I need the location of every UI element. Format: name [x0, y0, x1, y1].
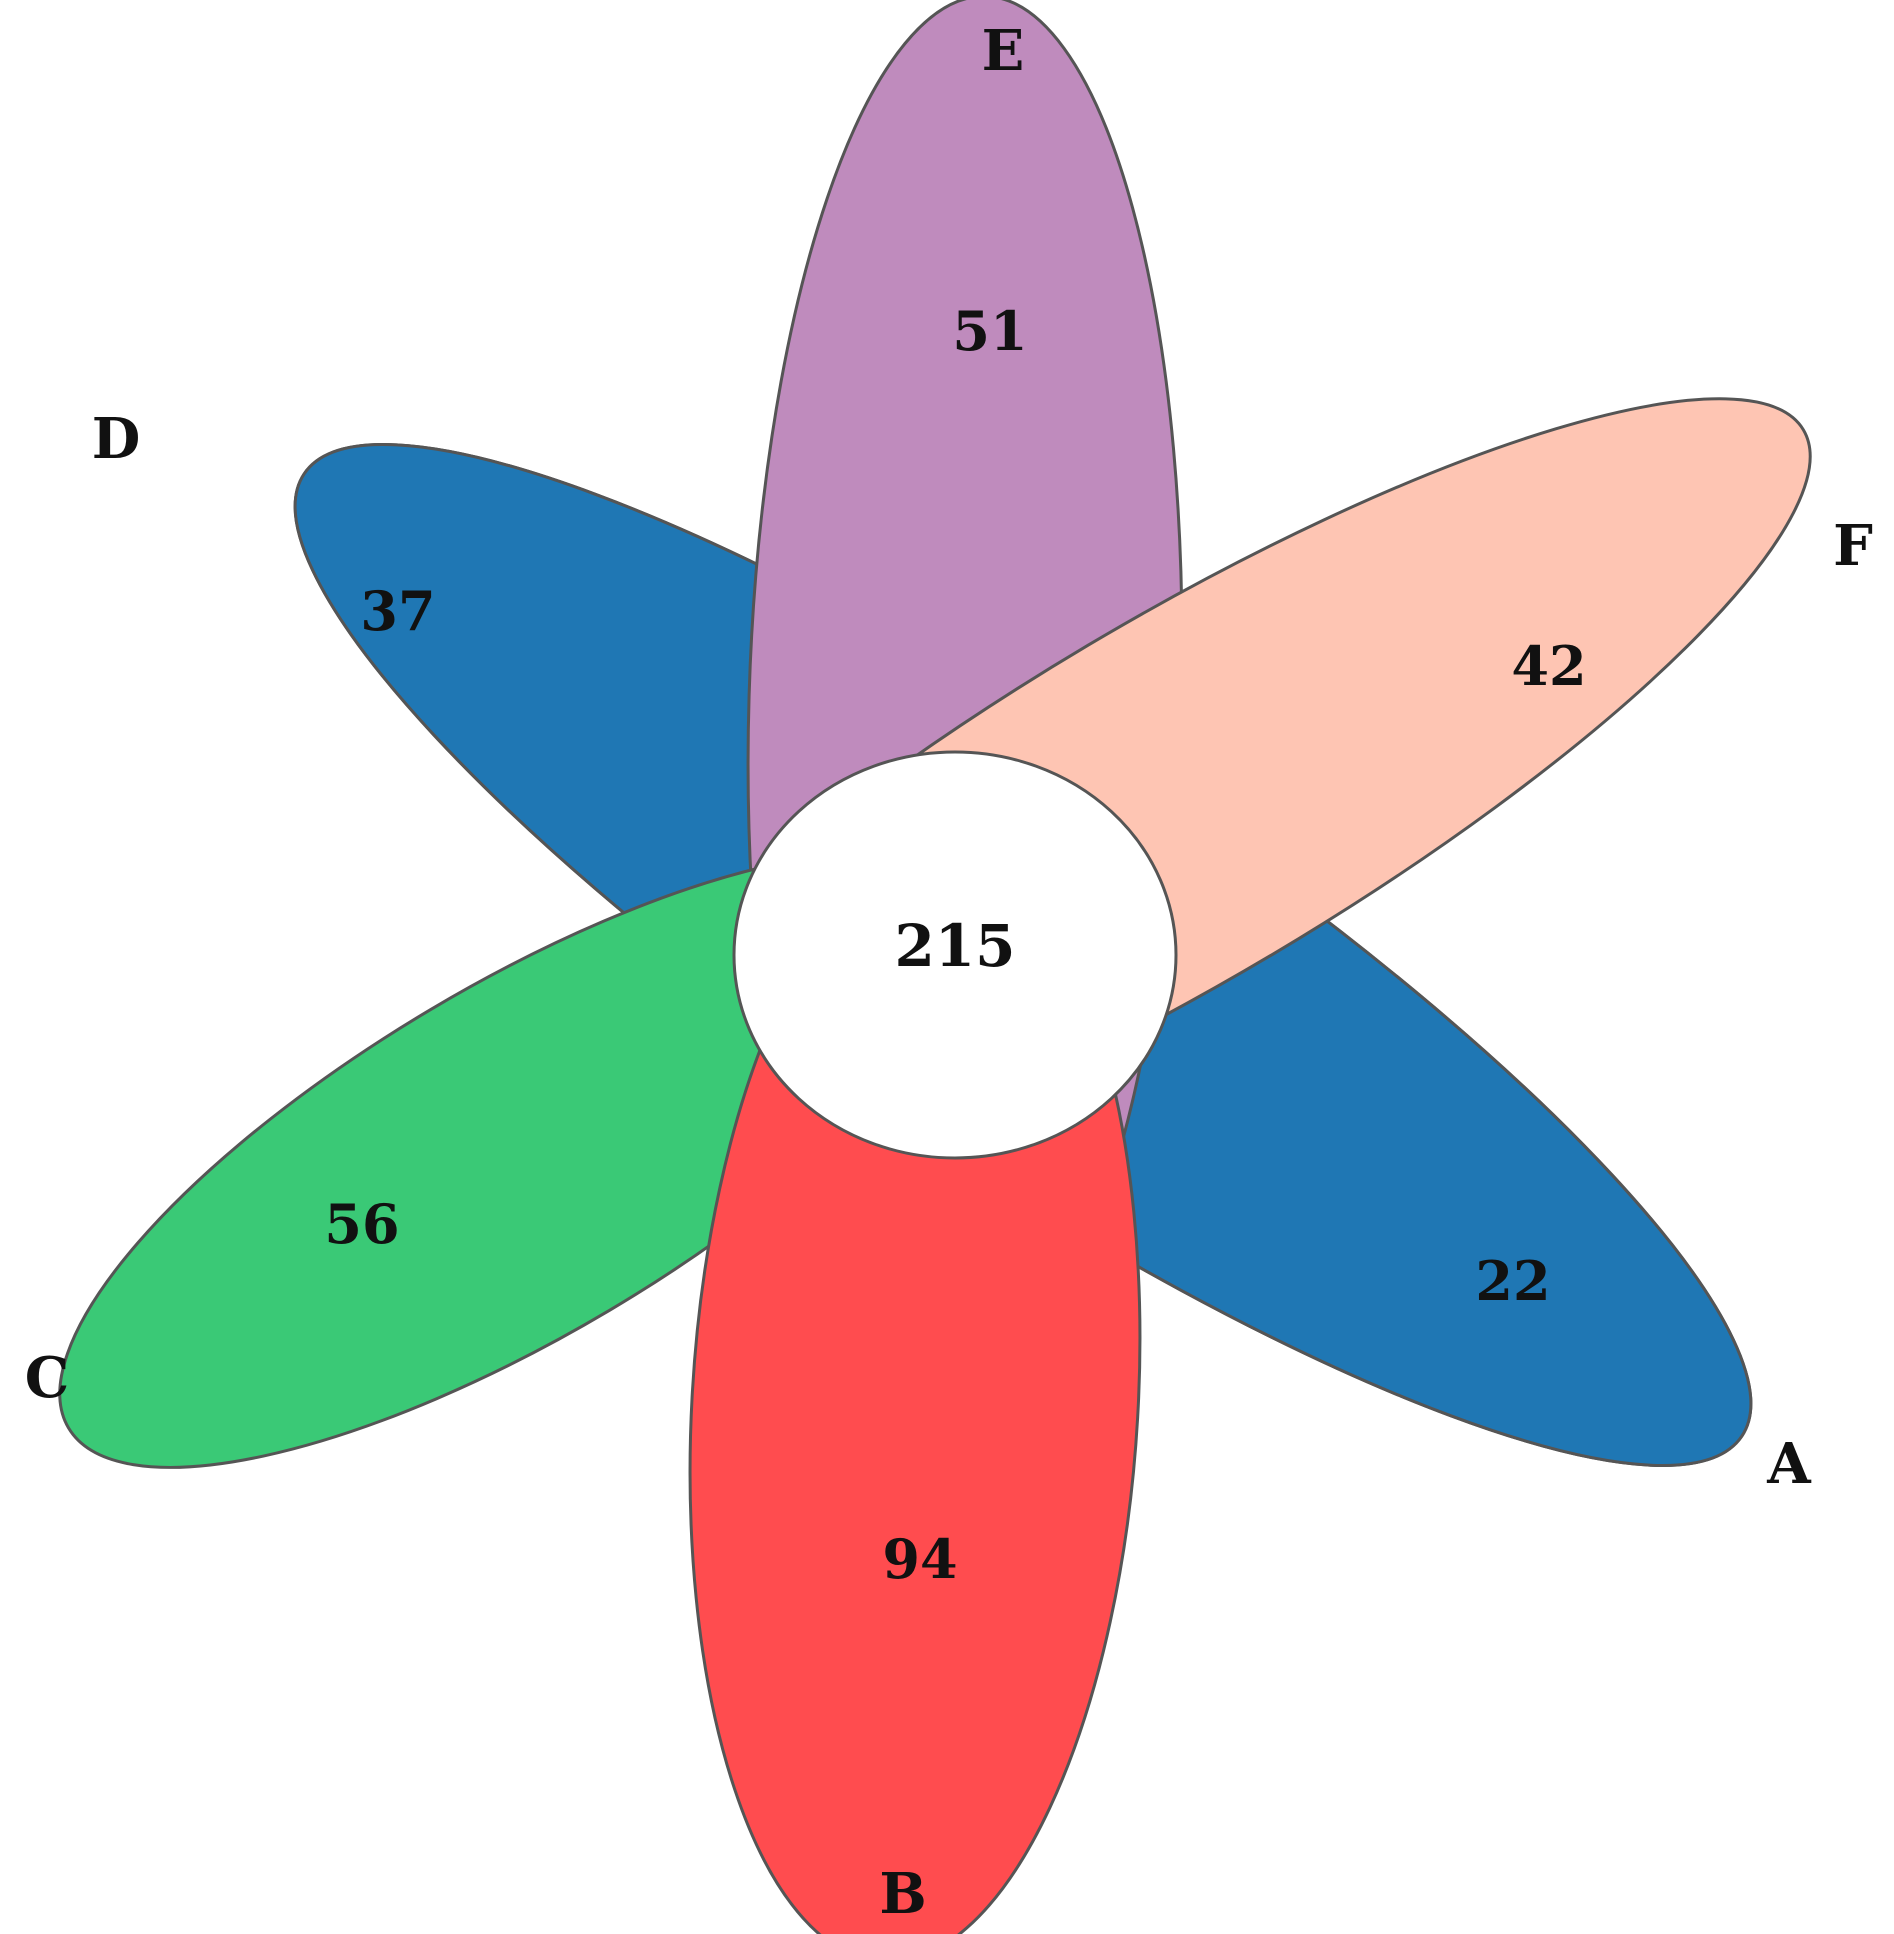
count-f: 42 — [1511, 634, 1586, 698]
label-b: B — [879, 1861, 926, 1927]
label-c: C — [25, 1345, 70, 1411]
label-f: F — [1833, 513, 1873, 579]
label-e: E — [982, 18, 1025, 84]
count-core: 215 — [894, 912, 1015, 980]
core-circle — [732, 750, 1178, 1160]
label-a: A — [1766, 1431, 1812, 1497]
label-d: D — [92, 406, 141, 472]
count-a: 22 — [1475, 1249, 1550, 1313]
count-d: 37 — [360, 579, 435, 643]
count-b: 94 — [882, 1527, 957, 1591]
count-c: 56 — [324, 1192, 399, 1256]
count-e: 51 — [952, 299, 1027, 363]
